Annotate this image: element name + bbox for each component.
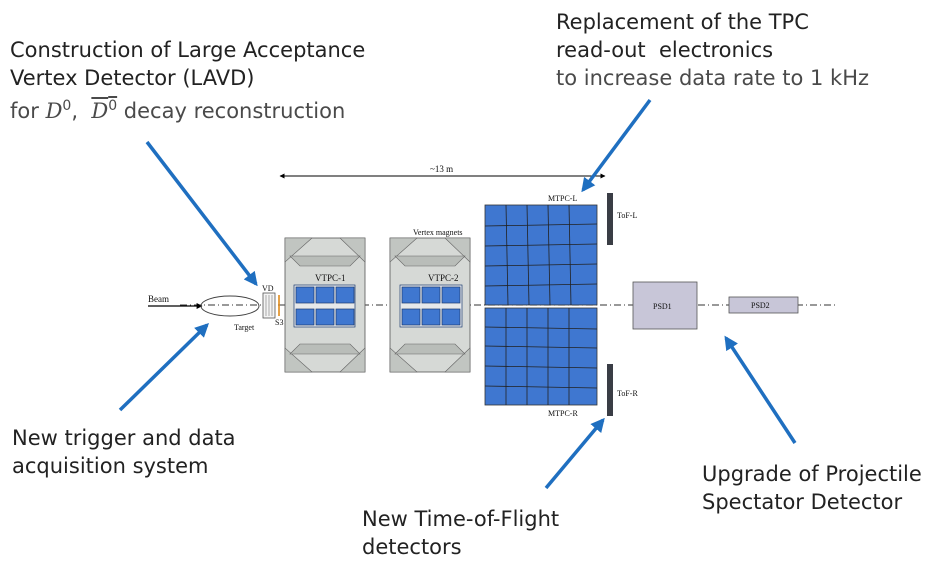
target-ellipse	[200, 295, 260, 317]
lavd-pointer-arrow	[145, 140, 258, 287]
lavd-line2: Vertex Detector (LAVD)	[10, 66, 255, 90]
mtpc-r-chamber	[484, 307, 598, 406]
mtpc-r-label: MTPC-R	[548, 409, 578, 418]
psd2-label: PSD2	[751, 301, 770, 310]
tof-pointer-arrow	[544, 417, 605, 490]
tpc-annotation: Replacement of the TPC read-out electron…	[556, 8, 869, 92]
tof-annotation: New Time-of-Flight detectors	[362, 505, 559, 561]
tpc-line3: to increase data rate to 1 kHz	[556, 66, 870, 90]
tof-l-label: ToF-L	[617, 211, 637, 220]
tof-r-wall	[607, 364, 613, 416]
lavd-separator: ,	[71, 99, 92, 123]
tpc-line1: Replacement of the TPC	[556, 10, 809, 34]
tof-line1: New Time-of-Flight	[362, 507, 560, 531]
psd-line2: Spectator Detector	[702, 490, 903, 514]
psd-line1: Upgrade of Projectile	[702, 462, 922, 486]
psd-pointer-arrow	[724, 335, 797, 444]
vertex-magnets-label: Vertex magnets	[413, 228, 463, 237]
tof-l-wall	[607, 193, 613, 245]
vtpc2-chamber	[399, 284, 463, 328]
lavd-annotation: Construction of Large Acceptance Vertex …	[10, 36, 365, 125]
beam-label: Beam	[148, 294, 169, 304]
psd2-detector	[728, 296, 799, 314]
tpc-pointer-arrow	[581, 98, 652, 193]
target-label: Target	[234, 323, 255, 332]
trigger-line2: acquisition system	[12, 454, 209, 478]
tof-r-label: ToF-R	[617, 389, 638, 398]
d0-superscript: 0	[62, 98, 72, 114]
psd-annotation: Upgrade of Projectile Spectator Detector	[702, 460, 922, 516]
lavd-line3: for D0, D0 decay reconstruction	[10, 92, 365, 125]
s3-label: S3	[275, 318, 283, 327]
d0bar-symbol: D	[91, 99, 109, 123]
psd1-detector	[632, 281, 698, 330]
vtpc1-chamber	[293, 284, 356, 328]
vtpc1-label: VTPC-1	[315, 273, 346, 283]
tof-line2: detectors	[362, 535, 462, 559]
lavd-line1: Construction of Large Acceptance	[10, 38, 366, 62]
length-label: ~13 m	[430, 164, 453, 174]
trigger-annotation: New trigger and data acquisition system	[12, 424, 236, 480]
vtpc2-label: VTPC-2	[428, 273, 459, 283]
lavd-line3-suffix: decay reconstruction	[117, 99, 346, 123]
mtpc-l-label: MTPC-L	[548, 194, 577, 203]
tpc-line2: read-out electronics	[556, 38, 774, 62]
d0-symbol: D	[45, 99, 63, 123]
d0bar-group: D0	[91, 98, 118, 123]
psd1-label: PSD1	[653, 302, 672, 311]
trigger-line1: New trigger and data	[12, 426, 236, 450]
trigger-pointer-arrow	[118, 323, 210, 412]
vd-label: VD	[262, 284, 274, 293]
d0bar-superscript: 0	[108, 98, 118, 114]
lavd-line3-prefix: for	[10, 99, 46, 123]
mtpc-l-chamber	[484, 204, 598, 306]
